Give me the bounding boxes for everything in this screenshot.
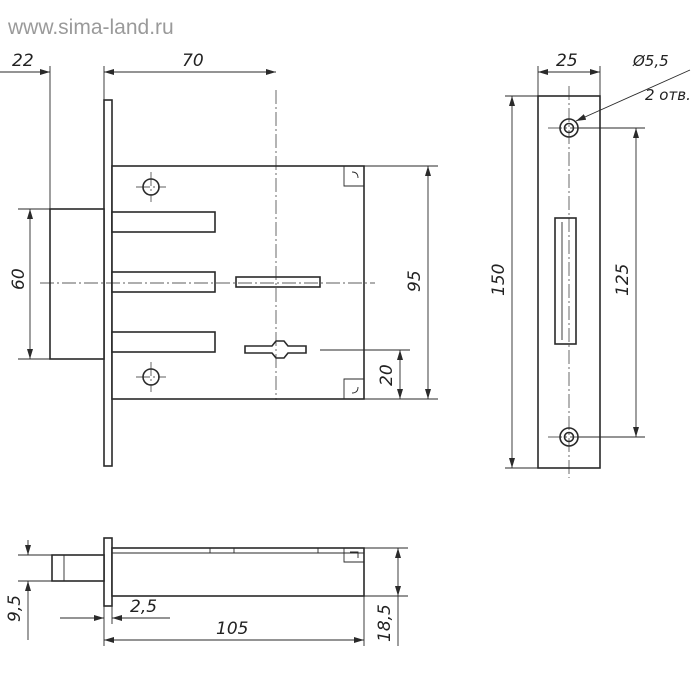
key-slot: [235, 276, 321, 288]
side-body: [111, 547, 365, 597]
dim-2-5: 2,5: [130, 597, 157, 617]
dim-hole-count: 2 отв.: [645, 86, 691, 104]
dim-18-5: 18,5: [375, 604, 395, 642]
dim-22: 22: [12, 51, 34, 71]
dim-9-5: 9,5: [5, 595, 25, 622]
dim-70: 70: [182, 51, 204, 71]
side-view: 9,5 2,5 105 18,5: [5, 537, 408, 646]
dim-60: 60: [9, 268, 29, 290]
front-view: 22 70 60 95 20: [0, 51, 438, 467]
bolt-bar-top: [111, 211, 216, 233]
faceplate-view: 25 Ø5,5 2 отв. 150 125: [489, 51, 691, 478]
faceplate-bolt-window: [554, 217, 577, 345]
watermark: www.sima-land.ru: [8, 16, 174, 39]
dim-20: 20: [377, 364, 397, 386]
dim-105: 105: [216, 619, 248, 639]
side-bolt: [51, 554, 105, 582]
bolt-bar-bottom: [111, 331, 216, 353]
bolt-bar-middle: [111, 271, 216, 293]
side-faceplate: [103, 537, 113, 607]
dim-125: 125: [613, 264, 633, 296]
dim-150: 150: [489, 264, 509, 296]
dim-diameter: Ø5,5: [632, 52, 669, 70]
bolt-block: [49, 208, 105, 360]
dim-95: 95: [405, 270, 425, 292]
dim-25: 25: [556, 51, 578, 71]
